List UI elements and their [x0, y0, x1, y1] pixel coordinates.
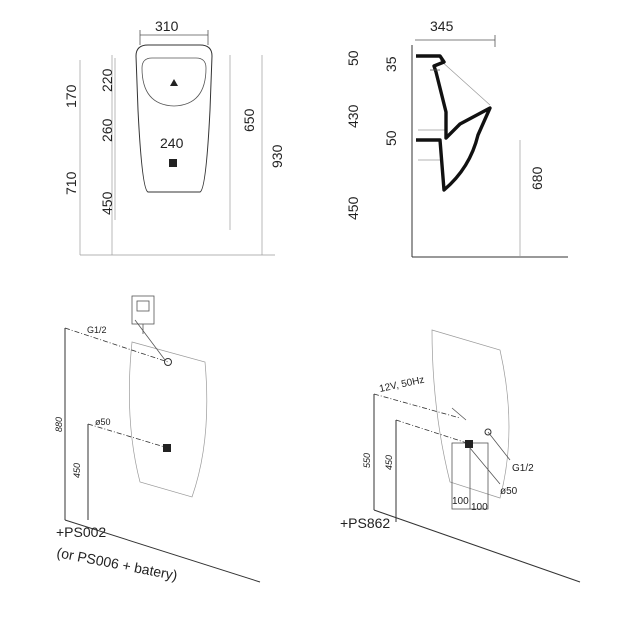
front-dim-710: 710: [63, 171, 79, 195]
water-inlet-icon: [164, 358, 172, 366]
left-floor-line: [64, 519, 261, 583]
right-water-inlet-icon: [484, 428, 492, 436]
left-pipe-label: G1/2: [87, 325, 107, 335]
front-width-label: 310: [155, 18, 179, 34]
right-height-550: 550: [362, 453, 372, 468]
side-dim-450: 450: [345, 196, 361, 220]
front-dim-930: 930: [269, 144, 285, 168]
drain-outlet-icon: [163, 444, 171, 452]
side-dim-50-mid: 50: [383, 130, 399, 146]
front-dim-650: 650: [241, 108, 257, 132]
flush-panel-inner: [136, 300, 150, 312]
drain-pipe-line: [87, 423, 169, 449]
power-label: 12V, 50Hz: [378, 375, 425, 395]
urinal-install-right-outline: [431, 329, 510, 499]
front-dim-260: 260: [99, 118, 115, 142]
right-drain-pipe-line: [395, 419, 471, 445]
box-dim-100-a: 100: [452, 496, 469, 507]
urinal-front-bowl: [141, 57, 207, 107]
front-dim-170: 170: [63, 84, 79, 108]
side-dim-680: 680: [529, 166, 545, 190]
right-drain-outlet-icon: [465, 440, 473, 448]
left-height-450: 450: [72, 463, 82, 478]
front-dim-240: 240: [160, 135, 184, 151]
side-dim-430: 430: [345, 104, 361, 128]
right-pipe-label: G1/2: [512, 463, 534, 474]
right-drain-label: ø50: [500, 486, 518, 497]
power-cable-line: [373, 393, 461, 419]
drain-leader-line: [469, 447, 501, 485]
left-product-code: +PS002: [56, 524, 106, 540]
urinal-side-profile: [416, 54, 492, 192]
side-depth-label: 345: [430, 18, 454, 34]
right-height-450: 450: [384, 455, 394, 470]
right-product-code: +PS862: [340, 515, 390, 531]
side-view: 345 50 35 430 50 450 680: [345, 18, 568, 258]
side-dim-35: 35: [383, 56, 399, 72]
left-drain-label: ø50: [95, 417, 111, 427]
box-dim-100-b: 100: [471, 502, 488, 513]
right-floor-line: [373, 509, 581, 583]
power-connector-detail: [451, 407, 467, 421]
install-left: G1/2 ø50 880 450 +PS002 (or PS006 + bate…: [54, 295, 261, 583]
drain-triangle-icon: [170, 79, 178, 86]
front-dim-450: 450: [99, 191, 115, 215]
urinal-install-left-outline: [128, 341, 208, 498]
left-height-880: 880: [54, 417, 64, 432]
side-dim-50-top: 50: [345, 50, 361, 66]
water-pipe-line: [64, 327, 169, 363]
urinal-front-outline: [135, 44, 213, 193]
inlet-leader-line: [487, 431, 511, 461]
side-guide-line-a: [439, 59, 491, 106]
install-right: 12V, 50Hz G1/2 ø50 550 450 100 100 +PS86…: [340, 329, 581, 583]
front-view: 310 170 710 220 260 450 240 650 930: [63, 18, 285, 256]
panel-to-inlet-line: [134, 319, 166, 361]
front-dim-220: 220: [99, 68, 115, 92]
sensor-square-icon: [169, 159, 177, 167]
